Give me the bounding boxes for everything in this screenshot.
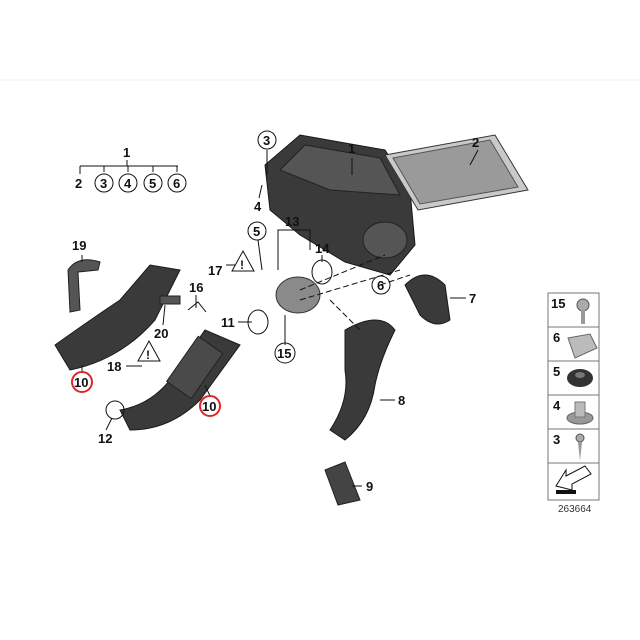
air-filter-housing <box>264 134 416 276</box>
callout-12: 12 <box>98 431 112 446</box>
bracket-16 <box>187 301 207 313</box>
charge-pipe-left <box>54 259 181 371</box>
callout-7: 7 <box>469 291 476 306</box>
callouts: 1 2 3 4 5 6 7 8 9 10 10 11 12 13 14 15 1… <box>71 130 479 494</box>
throttle-connector <box>247 259 333 335</box>
svg-text:5: 5 <box>149 176 156 191</box>
hardware-panel: 15 6 5 4 3 263664 <box>547 292 600 515</box>
callout-19: 19 <box>72 238 86 253</box>
callout-4: 4 <box>254 199 262 214</box>
callout-16: 16 <box>189 280 203 295</box>
callout-17: 17 <box>208 263 222 278</box>
callout-3: 3 <box>263 133 270 148</box>
hardware-5: 5 <box>553 364 560 379</box>
callout-15: 15 <box>277 346 291 361</box>
callout-13: 13 <box>285 214 299 229</box>
callout-1: 1 <box>348 141 355 156</box>
group-legend: 1 2 3 4 5 6 <box>75 145 187 193</box>
intake-duct-8 <box>324 319 396 506</box>
callout-11: 11 <box>221 315 235 330</box>
air-filter-element <box>384 134 529 211</box>
callout-8: 8 <box>398 393 405 408</box>
callout-5: 5 <box>253 224 260 239</box>
intake-snorkel-9 <box>324 461 361 506</box>
connector-20 <box>159 295 181 305</box>
callout-20: 20 <box>154 326 168 341</box>
svg-text:!: ! <box>240 258 244 272</box>
vent-hose-19 <box>67 259 101 313</box>
callout-10: 10 <box>74 375 88 390</box>
charge-pipe-right <box>105 295 241 431</box>
svg-text:2: 2 <box>75 176 82 191</box>
callout-10: 10 <box>202 399 216 414</box>
intake-elbow-7 <box>404 274 451 325</box>
hardware-3: 3 <box>553 432 560 447</box>
svg-text:6: 6 <box>173 176 180 191</box>
callout-6: 6 <box>377 278 384 293</box>
warning-triangle-icon: ! <box>137 339 161 362</box>
hose-clamp-12 <box>105 400 125 420</box>
svg-text:!: ! <box>146 348 150 362</box>
hardware-6: 6 <box>553 330 560 345</box>
svg-text:4: 4 <box>124 176 132 191</box>
callout-2: 2 <box>472 135 479 150</box>
direction-arrow-icon <box>555 465 592 491</box>
hardware-15: 15 <box>551 296 565 311</box>
callout-14: 14 <box>315 241 330 256</box>
svg-text:3: 3 <box>100 176 107 191</box>
legend-parent: 1 <box>123 145 130 160</box>
callout-9: 9 <box>366 479 373 494</box>
callout-18: 18 <box>107 359 121 374</box>
hardware-4: 4 <box>553 398 561 413</box>
catalog-number: 263664 <box>558 504 592 515</box>
warning-triangle-icon: ! <box>231 249 255 272</box>
